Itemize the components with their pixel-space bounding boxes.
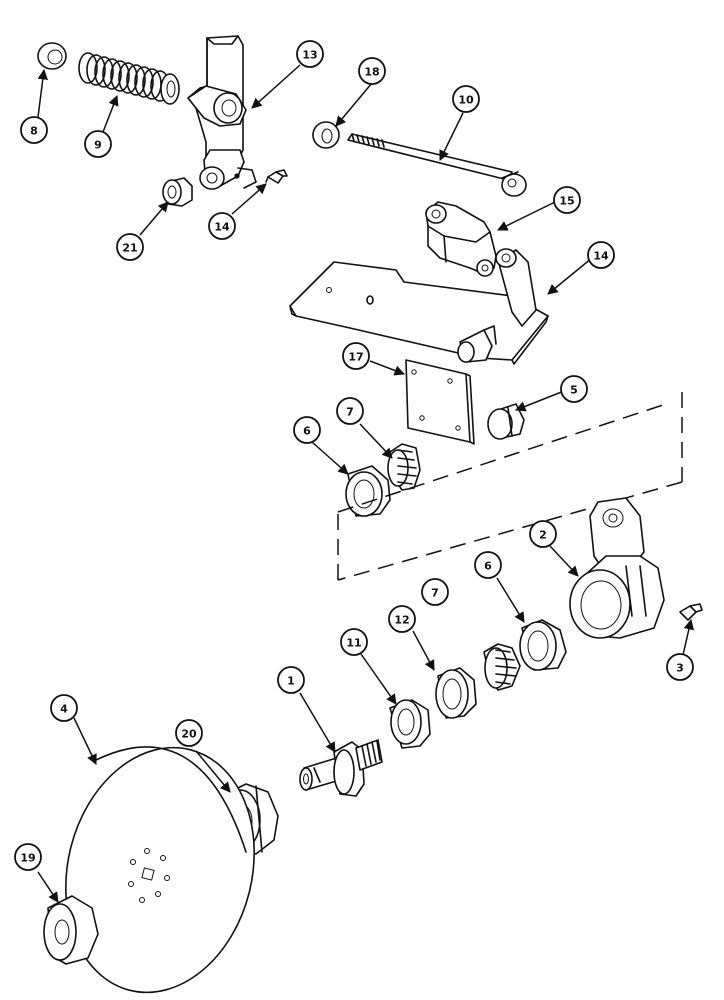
part-7-cone-bearing-lower <box>483 643 521 691</box>
svg-text:18: 18 <box>364 66 379 79</box>
callout-19: 19 <box>14 843 42 871</box>
svg-text:5: 5 <box>570 384 578 397</box>
part-8-bushing <box>37 42 67 70</box>
part-15-base-plate <box>289 248 549 365</box>
svg-text:9: 9 <box>94 139 102 152</box>
svg-text:19: 19 <box>20 852 35 865</box>
callout-10: 10 <box>452 85 480 113</box>
callout-12: 12 <box>388 605 416 633</box>
callout-11: 11 <box>340 628 368 656</box>
part-13-arm-bracket <box>187 35 257 190</box>
callout-8: 8 <box>20 116 48 144</box>
part-6-cup-lower <box>519 619 567 671</box>
callout-5: 5 <box>560 375 588 403</box>
part-2-hub-with-arm <box>569 497 665 639</box>
svg-text:13: 13 <box>302 49 317 62</box>
part-1-spindle <box>299 739 383 797</box>
svg-text:8: 8 <box>30 125 38 138</box>
callout-6-upper: 6 <box>293 416 321 444</box>
callout-3: 3 <box>666 653 694 681</box>
svg-text:15: 15 <box>559 195 574 208</box>
svg-text:11: 11 <box>346 637 361 650</box>
callout-21: 21 <box>116 233 144 261</box>
callout-17: 17 <box>342 342 370 370</box>
callout-16: 15 <box>553 186 581 214</box>
callout-13: 13 <box>296 40 324 68</box>
part-4-disc <box>65 746 255 994</box>
part-7-cone-bearing-upper <box>387 443 421 491</box>
part-9-spring <box>78 52 180 105</box>
callout-6-lower: 6 <box>474 551 502 579</box>
part-3-grease-fitting <box>679 603 703 621</box>
part-12-seal-ring <box>435 667 477 719</box>
svg-text:17: 17 <box>348 351 363 364</box>
callout-14: 14 <box>208 212 236 240</box>
part-11-spacer <box>389 699 431 749</box>
svg-text:6: 6 <box>484 560 492 573</box>
part-10-threaded-rod <box>347 133 527 197</box>
callout-9: 9 <box>84 130 112 158</box>
dashed-group-outline <box>337 392 683 581</box>
svg-text:12: 12 <box>394 614 409 627</box>
svg-text:14: 14 <box>593 250 609 263</box>
svg-text:14: 14 <box>214 221 230 234</box>
part-5-plug <box>487 403 525 440</box>
part-16-plate-lever <box>425 201 497 277</box>
callout-20: 20 <box>175 719 203 747</box>
callout-15: 14 <box>587 241 615 269</box>
svg-text:10: 10 <box>458 94 474 107</box>
svg-text:7: 7 <box>431 587 439 600</box>
svg-text:6: 6 <box>303 425 311 438</box>
part-19-outer-cap <box>43 895 99 965</box>
callout-7-upper: 7 <box>336 397 364 425</box>
callout-1: 1 <box>277 666 305 694</box>
leader-lines <box>37 64 695 903</box>
svg-text:3: 3 <box>676 662 684 675</box>
svg-text:1: 1 <box>287 675 295 688</box>
callout-7-lower: 7 <box>421 578 449 606</box>
svg-text:21: 21 <box>122 242 137 255</box>
callout-2: 2 <box>529 520 557 548</box>
part-6-cup-upper <box>345 465 391 517</box>
svg-text:4: 4 <box>60 703 68 716</box>
part-18-washer <box>312 121 340 149</box>
callout-18: 18 <box>358 57 386 85</box>
svg-text:2: 2 <box>539 529 547 542</box>
svg-text:7: 7 <box>346 406 354 419</box>
svg-text:20: 20 <box>181 728 197 741</box>
callout-4: 4 <box>50 694 78 722</box>
part-17-mounting-plate <box>405 359 475 445</box>
part-14-grease-fitting <box>265 169 288 184</box>
